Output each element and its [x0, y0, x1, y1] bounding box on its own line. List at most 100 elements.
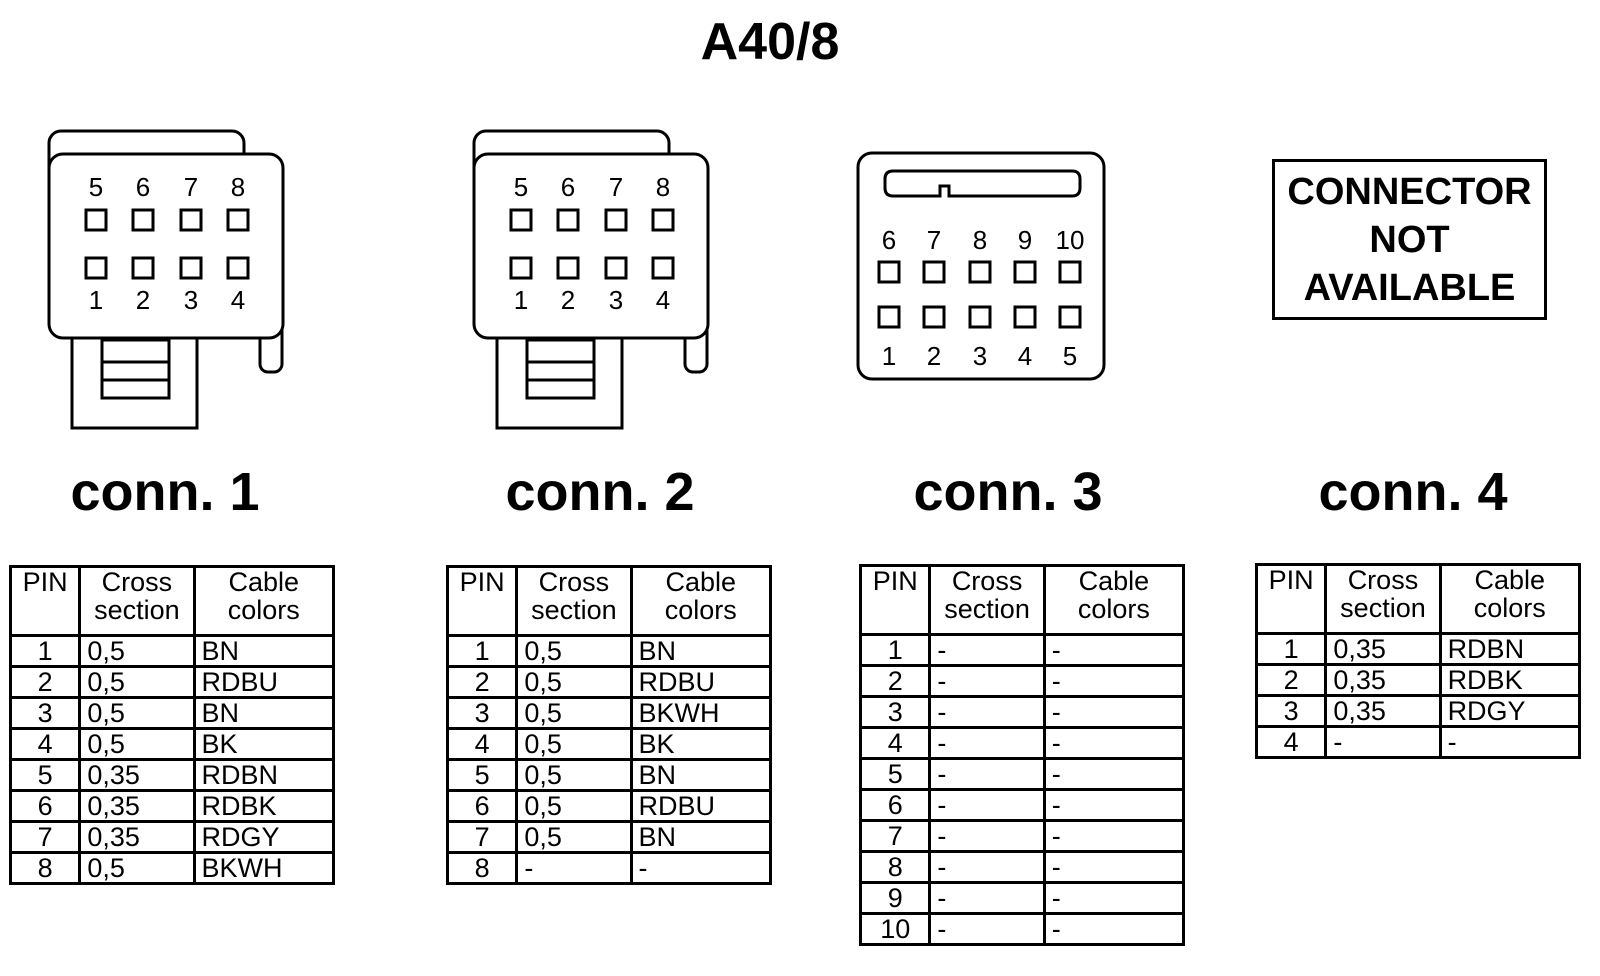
pin-number-cell: 6: [445, 789, 519, 823]
pin-number-label: 3: [973, 341, 987, 371]
cross-section-header: Cross section: [1324, 563, 1442, 635]
pin-socket: [922, 305, 946, 329]
pin-socket: [509, 208, 533, 232]
cross-section-cell: 0,5: [515, 696, 633, 730]
pin-header: PIN: [858, 564, 932, 636]
pin-socket: [1058, 305, 1082, 329]
cross-section-cell: 0,35: [78, 820, 196, 854]
conn-4-label: conn. 4: [1318, 462, 1508, 522]
pin-number-label: 3: [609, 285, 623, 315]
cross-section-cell: 0,5: [78, 851, 196, 885]
conn-3-label: conn. 3: [913, 462, 1103, 522]
pin-socket: [968, 260, 992, 284]
cross-section-cell: -: [928, 695, 1046, 729]
pin-number-cell: 5: [445, 758, 519, 792]
cable-color-cell: RDBN: [1438, 632, 1582, 666]
pin-number-cell: 8: [445, 851, 519, 885]
cable-color-cell: BN: [192, 634, 336, 668]
pin-number-cell: 3: [445, 696, 519, 730]
pin-number-label: 1: [89, 285, 103, 315]
na-line-3: AVAILABLE: [1303, 266, 1516, 309]
cross-section-cell: -: [928, 912, 1046, 946]
cable-color-cell: -: [1438, 725, 1582, 759]
cross-section-cell: 0,35: [1324, 663, 1442, 697]
cable-color-cell: RDBK: [192, 789, 336, 823]
pin-number-label: 7: [184, 172, 198, 202]
pin-number-cell: 2: [8, 665, 82, 699]
pin-number-label: 7: [927, 225, 941, 255]
pin-number-cell: 1: [8, 634, 82, 668]
pin-socket: [922, 260, 946, 284]
cable-color-cell: RDBU: [629, 665, 773, 699]
pin-socket: [556, 208, 580, 232]
pin-number-cell: 8: [8, 851, 82, 885]
cable-color-cell: RDGY: [1438, 694, 1582, 728]
pin-number-cell: 4: [445, 727, 519, 761]
connector-2-latch: [525, 338, 596, 400]
cross-section-cell: 0,35: [1324, 694, 1442, 728]
pin-header: PIN: [1254, 563, 1328, 635]
table-row: 8--: [445, 851, 773, 885]
pin-number-label: 9: [1018, 225, 1032, 255]
pin-socket: [226, 208, 250, 232]
table-row: 4--: [1254, 725, 1582, 759]
pin-number-cell: 10: [858, 912, 932, 946]
cross-section-header: Cross section: [515, 565, 633, 637]
cross-section-cell: -: [928, 664, 1046, 698]
cross-section-cell: -: [928, 757, 1046, 791]
pin-number-label: 8: [656, 172, 670, 202]
cable-color-cell: BKWH: [629, 696, 773, 730]
pin-number-cell: 7: [8, 820, 82, 854]
cable-color-cell: -: [629, 851, 773, 885]
pin-number-label: 6: [882, 225, 896, 255]
pin-socket: [968, 305, 992, 329]
pin-socket: [84, 256, 108, 280]
conn-2-label: conn. 2: [505, 462, 695, 522]
cross-section-cell: 0,5: [515, 727, 633, 761]
table-row: 4--: [858, 726, 1186, 760]
pin-number-cell: 6: [8, 789, 82, 823]
table-row: 2--: [858, 664, 1186, 698]
cable-color-cell: -: [1042, 788, 1186, 822]
cable-colors-header: Cable colors: [1042, 564, 1186, 636]
cable-color-cell: BN: [192, 696, 336, 730]
cross-section-cell: -: [928, 850, 1046, 884]
pin-number-label: 7: [609, 172, 623, 202]
cable-color-cell: -: [1042, 757, 1186, 791]
cable-colors-header: Cable colors: [629, 565, 773, 637]
pin-number-cell: 4: [858, 726, 932, 760]
pin-number-cell: 9: [858, 881, 932, 915]
pin-number-label: 1: [882, 341, 896, 371]
cross-section-cell: -: [1324, 725, 1442, 759]
cross-section-cell: 0,35: [1324, 632, 1442, 666]
pin-number-label: 4: [1018, 341, 1032, 371]
pin-socket: [509, 256, 533, 280]
pin-socket: [556, 256, 580, 280]
pin-number-label: 6: [561, 172, 575, 202]
connector-not-available-box: CONNECTOR NOT AVAILABLE: [1272, 159, 1547, 320]
pin-socket: [131, 208, 155, 232]
pin-number-cell: 1: [445, 634, 519, 668]
cross-section-cell: 0,5: [78, 727, 196, 761]
cross-section-cell: 0,35: [78, 758, 196, 792]
connector-3-keying-slot: [883, 169, 1082, 198]
pin-socket: [877, 305, 901, 329]
pin-number-label: 5: [1063, 341, 1077, 371]
pin-number-label: 3: [184, 285, 198, 315]
table-row: 5--: [858, 757, 1186, 791]
pin-number-label: 2: [927, 341, 941, 371]
